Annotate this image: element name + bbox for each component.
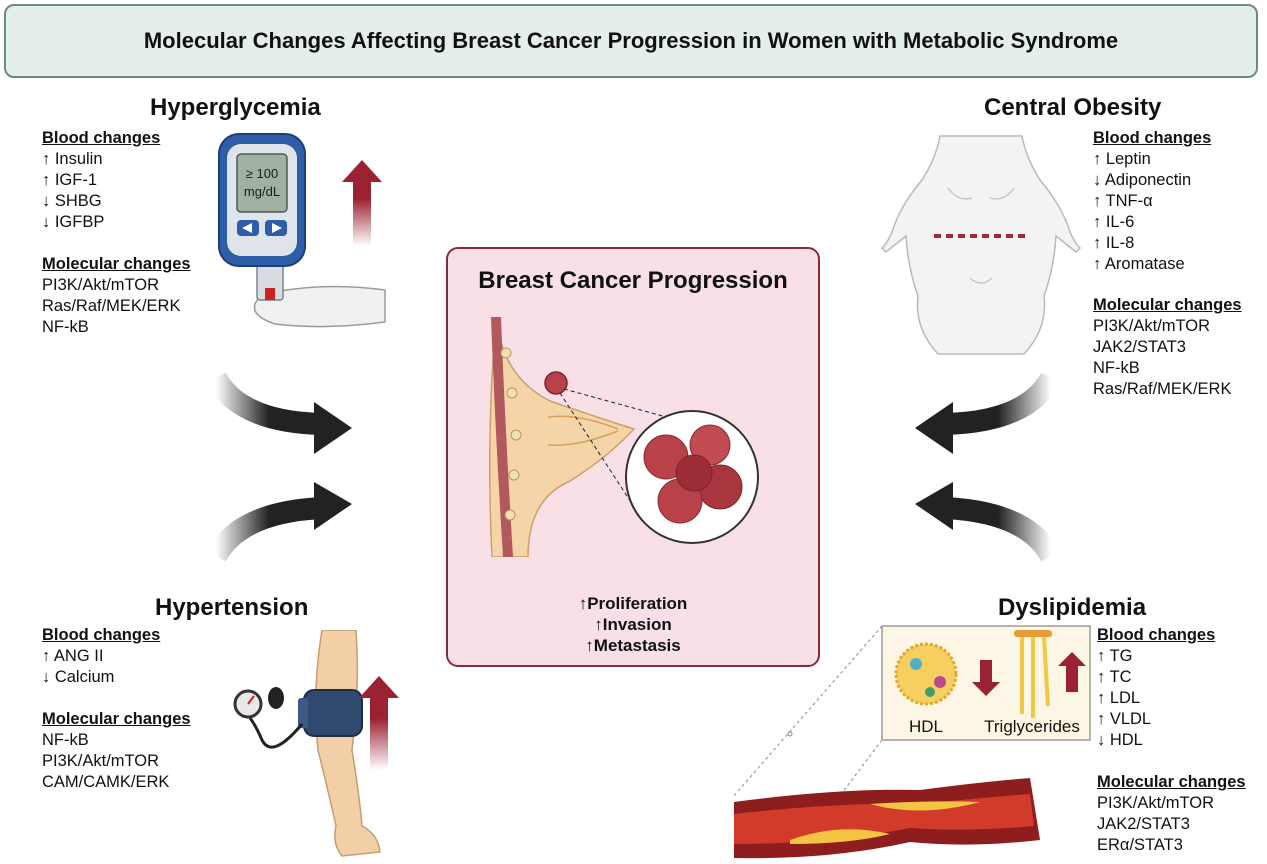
blood-item: ↑ IL-8: [1093, 234, 1135, 252]
hypertension-heading: Hypertension: [155, 594, 309, 621]
molecular-item: NF-kB: [42, 731, 89, 749]
molecular-item: PI3K/Akt/mTOR: [42, 276, 160, 294]
blood-item: ↑ LDL: [1097, 689, 1141, 707]
molecular-item: PI3K/Akt/mTOR: [42, 752, 160, 770]
blood-pressure-cuff-icon: [233, 630, 381, 857]
blood-item: ↑ IGF-1: [42, 171, 98, 189]
molecular-item: NF-kB: [1093, 359, 1140, 377]
blood-item: ↓ IGFBP: [42, 213, 105, 231]
blood-item: ↑ Insulin: [42, 150, 103, 168]
molecular-item: Ras/Raf/MEK/ERK: [42, 297, 181, 315]
blood-item: ↑ TG: [1097, 647, 1133, 665]
blood-item: ↑ TC: [1097, 668, 1132, 686]
page-title: Molecular Changes Affecting Breast Cance…: [143, 28, 1119, 53]
breast-cancer-progression-box: Breast Cancer Progression ↑Proliferation…: [446, 247, 820, 667]
molecular-item: NF-kB: [42, 318, 89, 336]
meter-reading-unit: mg/dL: [244, 184, 280, 199]
obese-torso-icon: [880, 135, 1082, 355]
blood-changes-title: Blood changes: [1093, 129, 1212, 147]
molecular-item: PI3K/Akt/mTOR: [1093, 317, 1211, 335]
breast-tumor-icon: [489, 317, 759, 557]
obesity-blood-block: Blood changes ↑ Leptin ↓ Adiponectin ↑ T…: [1093, 128, 1211, 275]
hyperglycemia-blood-block: Blood changes ↑ Insulin ↑ IGF-1 ↓ SHBG ↓…: [42, 128, 160, 233]
molecular-changes-title: Molecular changes: [1093, 296, 1242, 314]
blood-changes-title: Blood changes: [42, 626, 161, 644]
hypertension-molecular-block: Molecular changes NF-kB PI3K/Akt/mTOR CA…: [42, 709, 191, 793]
molecular-changes-title: Molecular changes: [42, 710, 191, 728]
blood-item: ↓ SHBG: [42, 192, 102, 210]
blood-changes-title: Blood changes: [1097, 626, 1216, 644]
molecular-item: JAK2/STAT3: [1093, 338, 1186, 356]
blood-item: ↑ Leptin: [1093, 150, 1151, 168]
curved-arrow-icon: [915, 372, 1057, 454]
obesity-molecular-block: Molecular changes PI3K/Akt/mTOR JAK2/STA…: [1093, 295, 1242, 400]
blood-item: ↑ TNF-α: [1093, 192, 1153, 210]
central-obesity-heading: Central Obesity: [984, 94, 1162, 121]
molecular-item: JAK2/STAT3: [1097, 815, 1190, 833]
dyslipidemia-blood-block: Blood changes ↑ TG ↑ TC ↑ LDL ↑ VLDL ↓ H…: [1097, 625, 1215, 751]
effect-item: ↑Invasion: [594, 615, 672, 634]
triglycerides-label: Triglycerides: [984, 717, 1080, 736]
molecular-item: PI3K/Akt/mTOR: [1097, 794, 1215, 812]
hypertension-blood-block: Blood changes ↑ ANG II ↓ Calcium: [42, 625, 160, 688]
artery-lipid-illustration: HDL Triglycerides: [731, 625, 1091, 859]
meter-reading-value: ≥ 100: [246, 166, 278, 181]
dyslipidemia-heading: Dyslipidemia: [998, 594, 1147, 621]
molecular-item: CAM/CAMK/ERK: [42, 773, 170, 791]
molecular-changes-title: Molecular changes: [42, 255, 191, 273]
blood-changes-title: Blood changes: [42, 129, 161, 147]
hdl-label: HDL: [909, 717, 943, 736]
effect-item: ↑Proliferation: [578, 594, 688, 613]
blood-item: ↓ Adiponectin: [1093, 171, 1192, 189]
blood-item: ↑ ANG II: [42, 647, 104, 665]
blood-item: ↑ VLDL: [1097, 710, 1152, 728]
increase-arrow-icon: [342, 160, 382, 246]
center-title: Breast Cancer Progression: [478, 267, 788, 294]
blood-item: ↓ Calcium: [42, 668, 115, 686]
molecular-item: Ras/Raf/MEK/ERK: [1093, 380, 1232, 398]
blood-item: ↑ IL-6: [1093, 213, 1135, 231]
progression-effects: ↑Proliferation ↑Invasion ↑Metastasis: [448, 593, 818, 656]
molecular-item: ERα/STAT3: [1097, 836, 1183, 854]
molecular-changes-title: Molecular changes: [1097, 773, 1246, 791]
glucometer-icon: ≥ 100 mg/dL: [218, 133, 386, 328]
curved-arrow-icon: [915, 482, 1057, 562]
curved-arrow-icon: [210, 372, 352, 454]
blood-item: ↓ HDL: [1097, 731, 1143, 749]
curved-arrow-icon: [210, 482, 352, 562]
increase-arrow-icon: [359, 676, 399, 770]
dyslipidemia-molecular-block: Molecular changes PI3K/Akt/mTOR JAK2/STA…: [1097, 772, 1246, 856]
hyperglycemia-heading: Hyperglycemia: [150, 94, 321, 121]
blood-item: ↑ Aromatase: [1093, 255, 1185, 273]
effect-item: ↑Metastasis: [585, 636, 681, 655]
title-banner: Molecular Changes Affecting Breast Cance…: [4, 4, 1258, 78]
hyperglycemia-molecular-block: Molecular changes PI3K/Akt/mTOR Ras/Raf/…: [42, 254, 191, 338]
